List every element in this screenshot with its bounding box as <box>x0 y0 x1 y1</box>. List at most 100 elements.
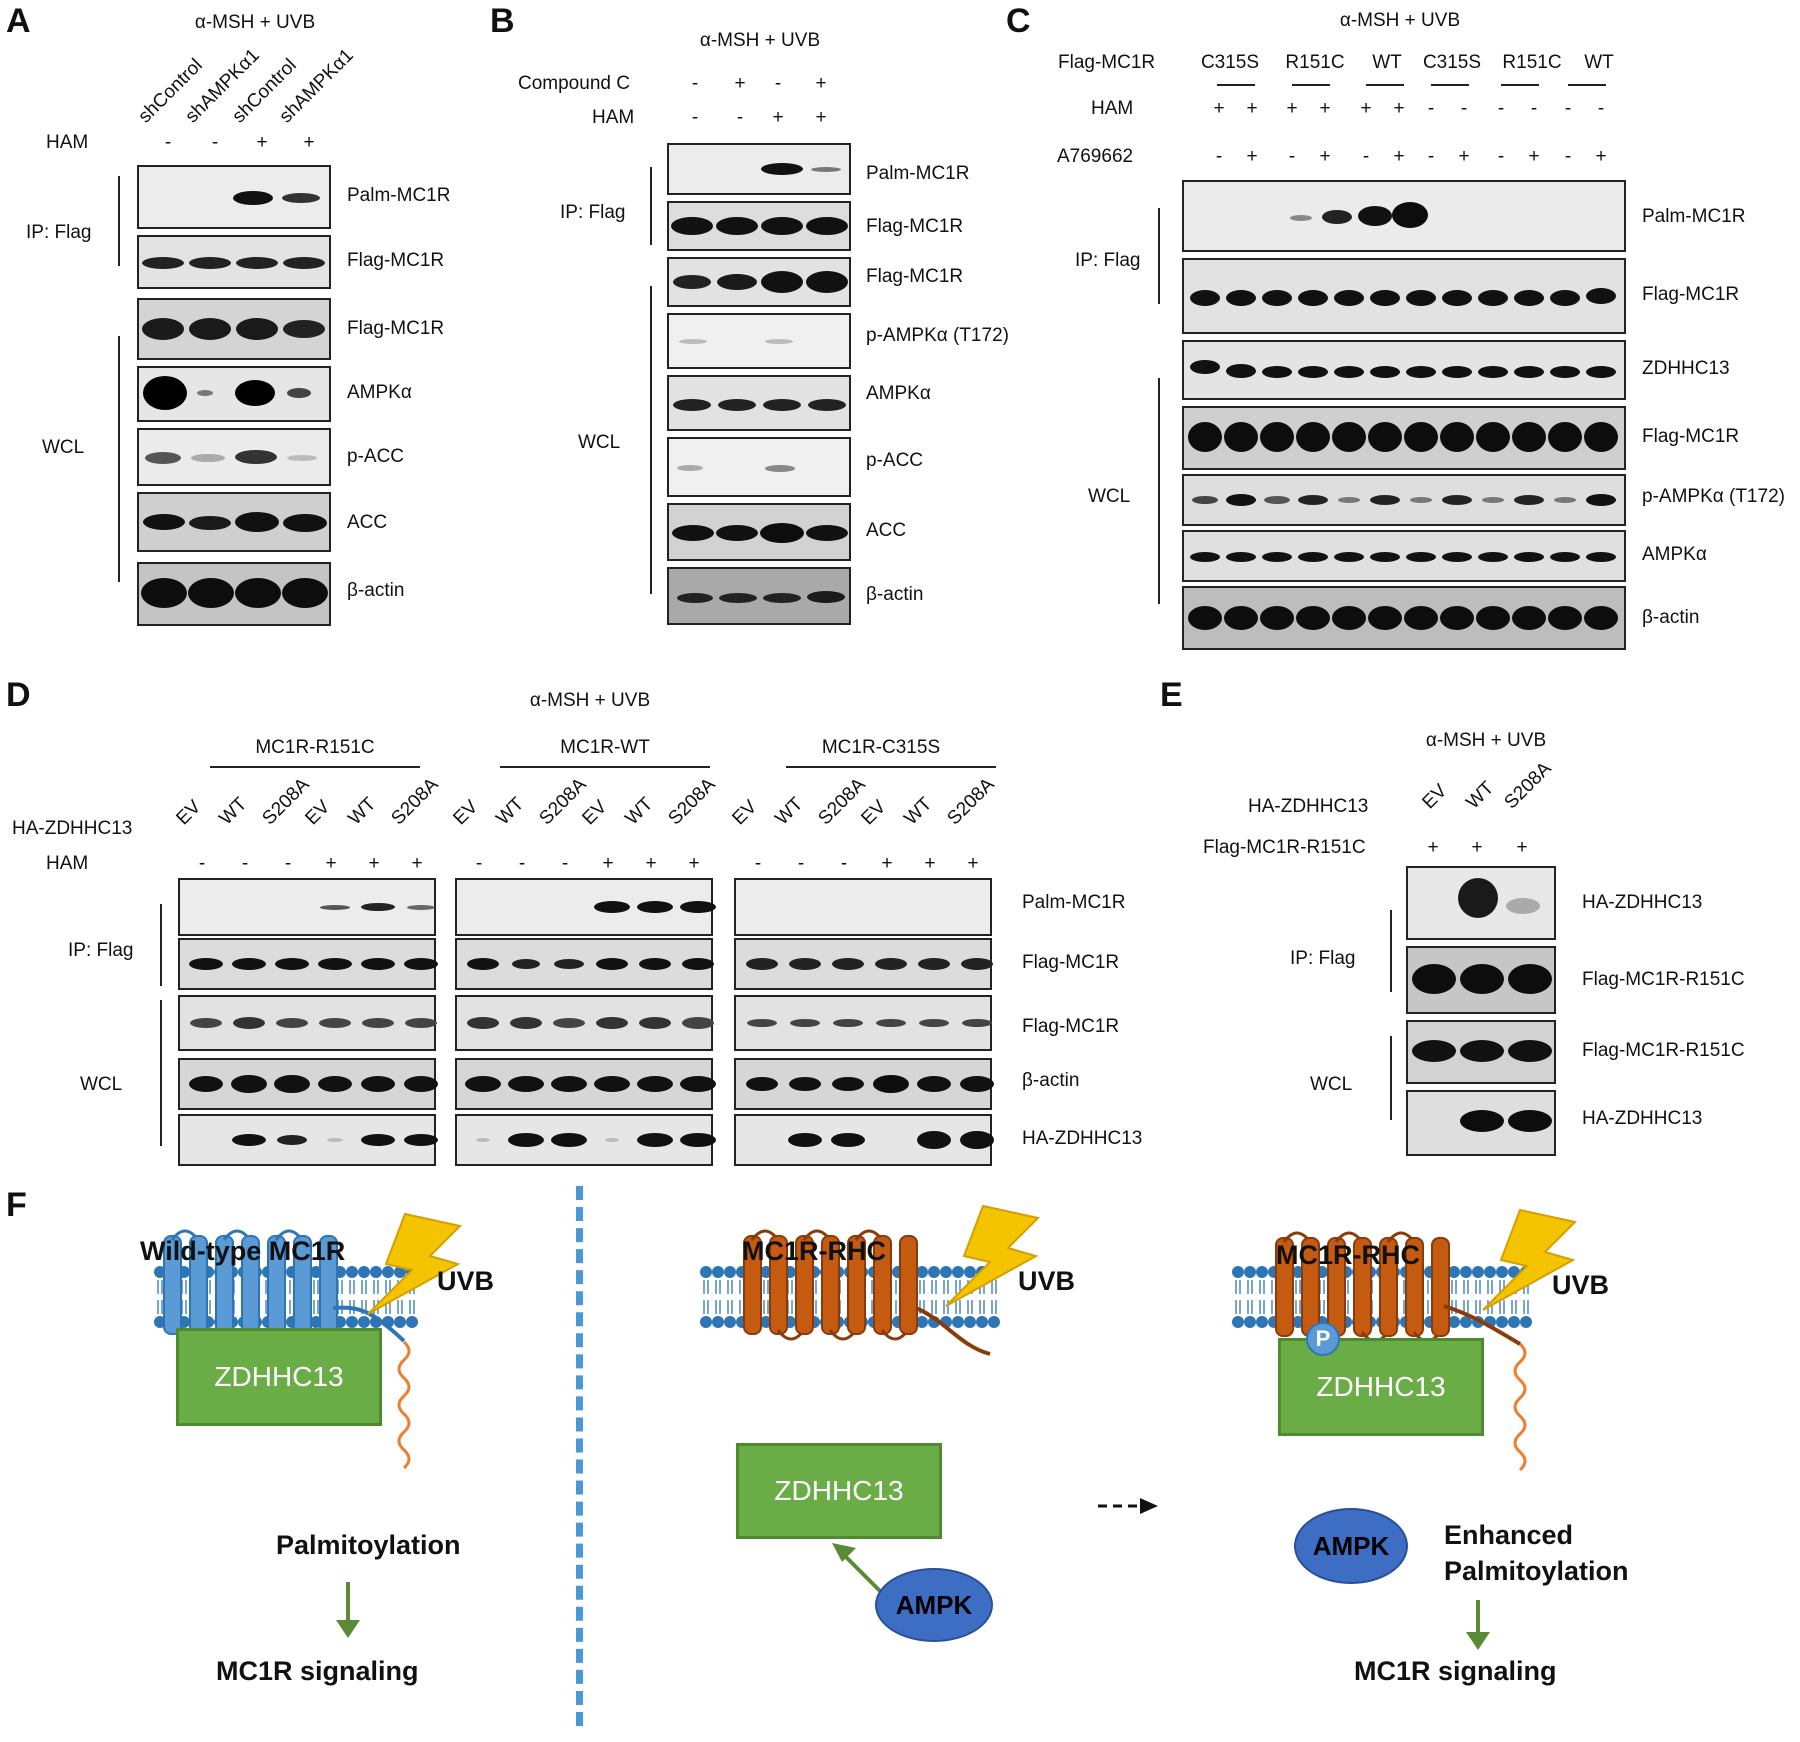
panel-d-ham-1-4: + <box>325 853 337 874</box>
lightning-icon-rhc-1 <box>945 1204 1041 1307</box>
panel-d-lane-3-5: WT <box>900 793 937 830</box>
panel-d-blot-1-4 <box>178 1058 438 1110</box>
enhanced-palmitoylation-label: Palmitoylation <box>1444 1556 1629 1586</box>
panel-b-blot-flag-wcl <box>667 257 851 307</box>
panel-c-group-1: C315S <box>1200 52 1260 73</box>
panel-a-condition: α-MSH + UVB <box>194 12 316 33</box>
panel-d-lane-2-6: S208A <box>664 774 720 830</box>
panel-a-blot-flag-wcl <box>137 298 331 360</box>
lightning-icon-wt <box>367 1212 463 1315</box>
panel-c-ip-bracket <box>1158 208 1160 304</box>
panel-c-blot-label-4: Flag-MC1R <box>1642 426 1740 447</box>
wt-title: Wild-type MC1R <box>140 1236 346 1266</box>
panel-c-a769662-9: - <box>1497 146 1505 167</box>
panel-a-ham-3: + <box>256 132 268 153</box>
panel-c-group-2: R151C <box>1285 52 1345 73</box>
panel-e-blot-label-4: HA-ZDHHC13 <box>1582 1108 1703 1129</box>
panel-c-flag-label: Flag-MC1R <box>1058 52 1156 73</box>
panel-c-ham-5: + <box>1360 98 1372 119</box>
palmitoyl-chain-rhc <box>1513 1342 1527 1472</box>
panel-d-group-2: MC1R-WT <box>560 737 650 758</box>
panel-c-blot-flag-wcl <box>1182 406 1626 470</box>
panel-d-ham-1-3: - <box>284 853 292 874</box>
panel-c-a769662-4: + <box>1319 146 1331 167</box>
panel-a-blot-label-6: ACC <box>347 512 388 533</box>
panel-e-flag-3: + <box>1516 837 1528 858</box>
panel-a-ham-2: - <box>211 132 219 153</box>
panel-c-wcl-label: WCL <box>1088 486 1131 507</box>
panel-e-blot-label-3: Flag-MC1R-R151C <box>1582 1040 1745 1061</box>
panel-a-blot-label-5: p-ACC <box>347 446 405 467</box>
panel-c-blot-label-7: β-actin <box>1642 607 1700 628</box>
panel-d-ham-3-1: - <box>754 853 762 874</box>
panel-c-condition: α-MSH + UVB <box>1339 10 1461 31</box>
panel-d-lane-2-1: EV <box>449 796 483 830</box>
receptor-rhc-1-tail <box>915 1306 991 1356</box>
panel-b-blot-label-8: β-actin <box>866 584 924 605</box>
panel-c-a769662-8: + <box>1458 146 1470 167</box>
panel-c-ham-11: - <box>1564 98 1572 119</box>
panel-d-lane-3-6: S208A <box>943 774 999 830</box>
panel-c-ham-4: + <box>1319 98 1331 119</box>
panel-b-compound-2: + <box>734 73 746 94</box>
panel-e-ip-bracket <box>1390 910 1392 992</box>
panel-b-blot-acc <box>667 503 851 561</box>
panel-d-blot-3-3 <box>734 995 992 1051</box>
panel-d-blot-label-4: β-actin <box>1022 1070 1080 1091</box>
panel-d-ham-3-5: + <box>924 853 936 874</box>
zdhhc13-box-rhc-2: ZDHHC13 <box>1278 1338 1484 1436</box>
panel-a-ip-bracket <box>118 176 120 266</box>
panel-d-lane-1-3: S208A <box>258 774 314 830</box>
panel-d-lane-3-2: WT <box>771 793 808 830</box>
panel-b-compound-label: Compound C <box>518 73 630 94</box>
panel-a-blot-acc <box>137 492 331 552</box>
panel-d-lane-2-4: EV <box>578 796 612 830</box>
panel-d-ham-1-1: - <box>198 853 206 874</box>
panel-d-blot-3-4 <box>734 1058 994 1110</box>
panel-d-ham-1-6: + <box>411 853 423 874</box>
panel-d-blot-1-5 <box>178 1114 438 1166</box>
receptor-rhc-1 <box>743 1229 918 1341</box>
panel-c-ham-12: - <box>1597 98 1605 119</box>
panel-e-ip-label: IP: Flag <box>1290 948 1356 969</box>
palmitoyl-chain-wt <box>397 1340 411 1470</box>
panel-c-ham-2: + <box>1246 98 1258 119</box>
panel-d-ham-label: HAM <box>46 853 89 874</box>
panel-e-wcl-label: WCL <box>1310 1074 1353 1095</box>
panel-b-compound-1: - <box>691 73 699 94</box>
panel-d-lane-3-4: EV <box>857 796 891 830</box>
panel-d-blot-1-3 <box>178 995 437 1051</box>
panel-e-wcl-bracket <box>1390 1036 1392 1120</box>
panel-d-lane-1-1: EV <box>172 796 206 830</box>
panel-d-ham-3-4: + <box>881 853 893 874</box>
panel-label-a: A <box>6 2 31 40</box>
panel-e-blot-ha-wcl <box>1406 1090 1556 1156</box>
panel-c-blot-actin <box>1182 586 1626 650</box>
panel-c-a769662-12: + <box>1595 146 1607 167</box>
uvb-label-wt: UVB <box>437 1266 495 1296</box>
panel-a-blot-pacc <box>137 428 331 486</box>
panel-d-ip-bracket <box>160 904 162 986</box>
panel-d-blot-label-3: Flag-MC1R <box>1022 1016 1120 1037</box>
panel-b-ham-1: - <box>691 107 699 128</box>
panel-e-blot-label-2: Flag-MC1R-R151C <box>1582 969 1745 990</box>
panel-c-a769662-6: + <box>1393 146 1405 167</box>
panel-d-ip-label: IP: Flag <box>68 940 134 961</box>
signaling-label-rhc: MC1R signaling <box>1354 1656 1557 1686</box>
panel-a-ip-label: IP: Flag <box>26 222 92 243</box>
ampk-ellipse-rhc-2: AMPK <box>1294 1508 1408 1584</box>
panel-b-blot-palm <box>667 143 851 195</box>
panel-d-blot-2-3 <box>455 995 714 1051</box>
panel-d-lane-1-4: EV <box>301 796 335 830</box>
panel-c-blot-flag-ip <box>1182 258 1626 334</box>
panel-label-e: E <box>1160 676 1183 714</box>
panel-b-ip-bracket <box>650 167 652 245</box>
zdhhc13-box-rhc-1: ZDHHC13 <box>736 1443 942 1539</box>
panel-e-flag-2: + <box>1471 837 1483 858</box>
panel-b-blot-pampk <box>667 313 851 369</box>
panel-d-ham-3-2: - <box>797 853 805 874</box>
panel-d-lane-1-2: WT <box>215 793 252 830</box>
panel-f-schematic <box>154 1204 1578 1650</box>
panel-b-blot-ampk <box>667 375 851 431</box>
panel-c-ham-label: HAM <box>1091 98 1134 119</box>
